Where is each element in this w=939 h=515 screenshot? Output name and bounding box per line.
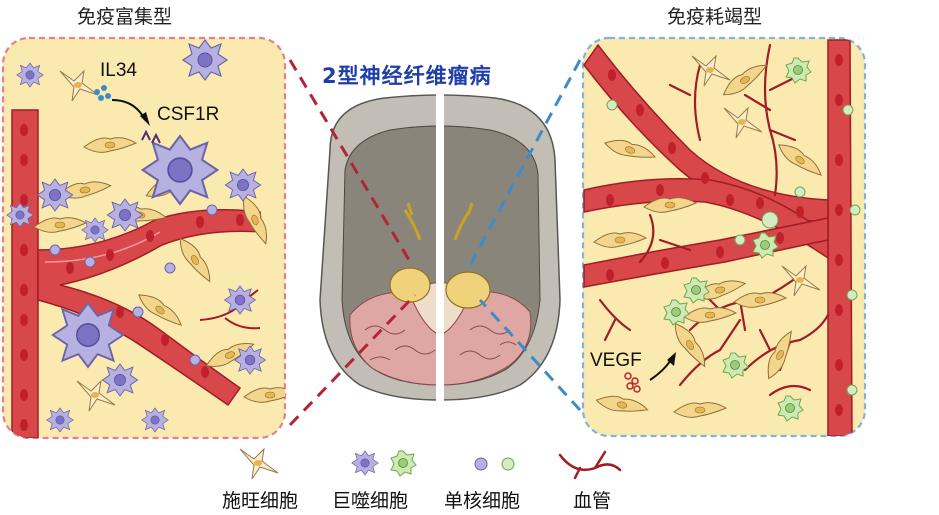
- il34-label: IL34: [100, 60, 137, 81]
- right-tumor: [445, 271, 491, 309]
- left-tumor: [389, 267, 431, 303]
- legend-macrophage-icon: [351, 450, 417, 477]
- csf1r-receptors: [141, 129, 161, 144]
- legend-monocyte-icon: [474, 457, 515, 471]
- center-title: 2型神经纤维瘤病: [322, 64, 492, 88]
- legend-schwann-icon: [239, 448, 279, 480]
- legend-vessel-label: 血管: [573, 490, 612, 512]
- legend-macrophage-label: 巨噬细胞: [332, 490, 409, 512]
- connector-lines: [288, 59, 582, 427]
- immune-depleted-panel: [581, 36, 867, 438]
- legend-vessel-icon: [558, 450, 622, 480]
- monocytes: [49, 204, 218, 366]
- brain-illustration: [319, 90, 561, 412]
- il34-molecules: [94, 85, 111, 101]
- monocytes: [606, 99, 861, 396]
- csf1r-label: CSF1R: [157, 104, 220, 125]
- vegf-molecules: [624, 372, 641, 393]
- legend-schwann-label: 施旺细胞: [222, 490, 299, 512]
- vegf-label: VEGF: [590, 350, 642, 371]
- legend-monocyte-label: 单核细胞: [444, 490, 521, 512]
- left-panel-title: 免疫富集型: [77, 6, 173, 28]
- immune-enriched-panel: [1, 36, 287, 440]
- right-panel-title: 免疫耗竭型: [667, 6, 763, 28]
